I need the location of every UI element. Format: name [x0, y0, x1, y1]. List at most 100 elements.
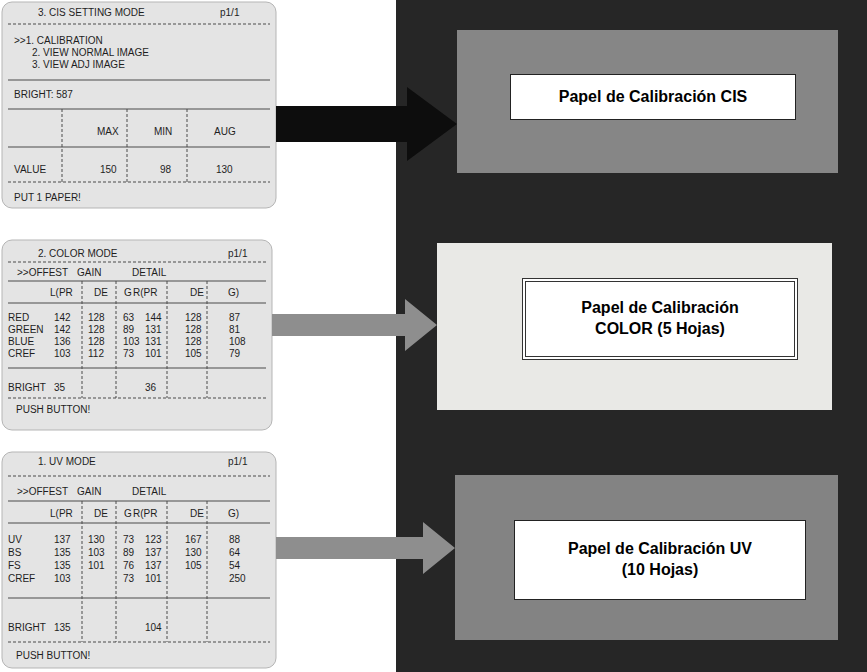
screen-text: 101	[145, 573, 162, 585]
screen-text: CREF	[8, 348, 35, 360]
block-arrow	[276, 522, 455, 574]
screen-text: 89	[123, 547, 134, 559]
screen-text: DE	[190, 508, 204, 520]
screen-text: 35	[54, 382, 65, 394]
screen-text: p1/1	[220, 7, 239, 19]
screen-text: 142	[54, 312, 71, 324]
screen-text: 108	[229, 336, 246, 348]
calibration-paper: Papel de Calibración CIS	[457, 30, 838, 173]
screen-text: 81	[229, 324, 240, 336]
screen-text: GREEN	[8, 324, 44, 336]
screen-text: 103	[54, 348, 71, 360]
paper-label: Papel de Calibración UV (10 Hojas)	[514, 520, 806, 600]
screen-text: 128	[88, 312, 105, 324]
screen-text: 105	[185, 560, 202, 572]
screen-text: >>1. CALIBRATION	[14, 35, 103, 47]
screen-text: 150	[100, 164, 117, 176]
screen-text: 73	[123, 534, 134, 546]
screen-text: AUG	[214, 126, 236, 138]
screen-text: GAIN	[77, 486, 101, 498]
screen-text: 128	[88, 324, 105, 336]
lcd-panel-0	[2, 2, 276, 208]
screen-text: 112	[88, 348, 104, 360]
screen-text: 137	[145, 547, 162, 559]
screen-text: R(PR	[133, 508, 157, 520]
screen-text: MIN	[154, 126, 172, 138]
screen-text: 2. VIEW NORMAL IMAGE	[32, 47, 149, 59]
screen-text: 101	[145, 348, 162, 360]
lcd-screen: 2. COLOR MODEp1/1>>OFFESTGAINDETAILL(PRD…	[2, 240, 272, 430]
screen-text: BRIGHT: 587	[14, 89, 73, 101]
screen-text: p1/1	[228, 456, 247, 468]
screen-text: 123	[145, 534, 162, 546]
screen-text: 101	[88, 560, 105, 572]
screen-text: L(PR	[50, 287, 73, 299]
screen-text: BRIGHT	[8, 382, 46, 394]
paper-label: Papel de Calibración CIS	[510, 74, 797, 121]
screen-text: BS	[8, 547, 21, 559]
screen-text: 130	[88, 534, 105, 546]
screen-text: 73	[123, 348, 134, 360]
screen-text: 87	[229, 312, 240, 324]
screen-text: >>OFFEST	[17, 267, 68, 279]
screen-text: DE	[94, 287, 108, 299]
screen-text: 2. COLOR MODE	[38, 248, 117, 260]
lcd-screen: 3. CIS SETTING MODEp1/1>>1. CALIBRATION2…	[2, 2, 276, 208]
calibration-paper: Papel de Calibración UV (10 Hojas)	[455, 475, 838, 640]
screen-text: 64	[229, 547, 240, 559]
screen-text: 130	[185, 547, 202, 559]
screen-text: 79	[229, 348, 240, 360]
screen-text: PUSH BUTTON!	[16, 650, 90, 662]
lcd-screen: 1. UV MODEp1/1>>OFFESTGAINDETAILL(PRDEGR…	[2, 452, 276, 668]
screen-text: 36	[145, 382, 156, 394]
screen-text: DETAIL	[132, 267, 166, 279]
screen-text: 130	[216, 164, 233, 176]
screen-text: R(PR	[133, 287, 157, 299]
screen-text: BLUE	[8, 336, 34, 348]
screen-text: RED	[8, 312, 29, 324]
screen-text: 128	[88, 336, 105, 348]
screen-text: 142	[54, 324, 71, 336]
screen-text: 167	[185, 534, 202, 546]
screen-text: 103	[88, 547, 105, 559]
screen-text: PUT 1 PAPER!	[14, 192, 81, 204]
screen-text: DE	[190, 287, 204, 299]
screen-text: p1/1	[228, 248, 247, 260]
block-arrow	[276, 87, 457, 161]
screen-text: 3. VIEW ADJ IMAGE	[32, 59, 125, 71]
screen-text: 54	[229, 560, 240, 572]
screen-text: G)	[228, 287, 239, 299]
screen-text: 131	[145, 336, 162, 348]
screen-text: UV	[8, 534, 22, 546]
screen-text: BRIGHT	[8, 622, 46, 634]
screen-text: 144	[145, 312, 162, 324]
calibration-paper: Papel de Calibración COLOR (5 Hojas)	[437, 243, 832, 410]
screen-text: 131	[145, 324, 162, 336]
screen-text: 105	[185, 348, 202, 360]
screen-text: G	[124, 508, 132, 520]
screen-text: DETAIL	[132, 486, 166, 498]
screen-text: 1. UV MODE	[38, 456, 96, 468]
screen-text: VALUE	[14, 164, 46, 176]
screen-text: PUSH BUTTON!	[16, 404, 90, 416]
screen-text: 104	[145, 622, 162, 634]
screen-text: >>OFFEST	[17, 486, 68, 498]
screen-text: MAX	[97, 126, 119, 138]
lcd-panel-2	[2, 240, 272, 430]
screen-text: 135	[54, 547, 71, 559]
screen-text: 128	[185, 324, 202, 336]
screen-text: 135	[54, 622, 71, 634]
screen-text: 128	[185, 336, 202, 348]
screen-text: 63	[123, 312, 134, 324]
block-arrow	[272, 299, 437, 351]
lcd-panel-4	[2, 452, 276, 668]
screen-text: 250	[229, 573, 246, 585]
screen-text: 136	[54, 336, 71, 348]
screen-text: 98	[160, 164, 171, 176]
screen-text: FS	[8, 560, 21, 572]
screen-text: 73	[123, 573, 134, 585]
screen-text: DE	[94, 508, 108, 520]
screen-text: 88	[229, 534, 240, 546]
dark-ground	[396, 0, 867, 672]
